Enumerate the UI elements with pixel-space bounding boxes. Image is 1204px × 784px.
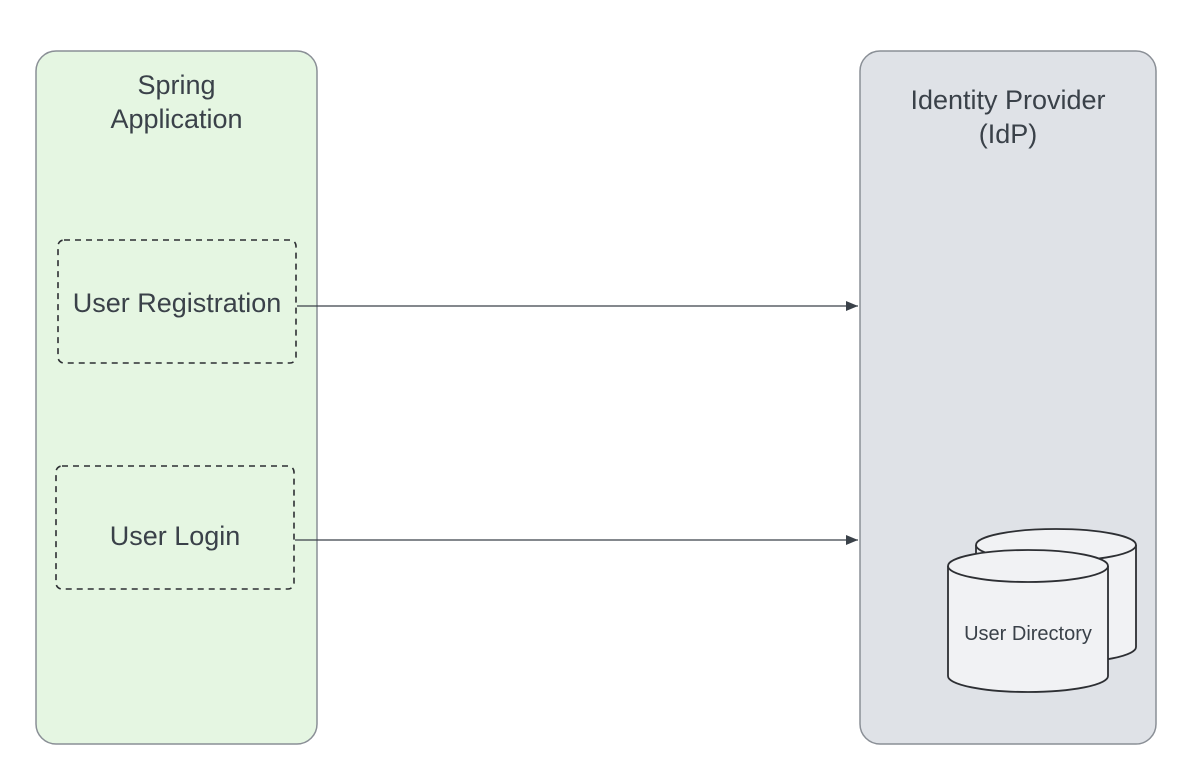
spring-application-container xyxy=(35,50,318,745)
database-cylinder-icon xyxy=(947,528,1137,693)
user-login-label: User Login xyxy=(109,521,241,551)
user-directory-label: User Directory xyxy=(964,623,1092,645)
user-registration-label: User Registration xyxy=(72,288,282,318)
identity-provider-title: Identity Provider (IdP) xyxy=(910,85,1106,149)
user-login-box xyxy=(55,465,295,590)
spring-application-title: Spring Application xyxy=(110,70,243,134)
user-registration-box xyxy=(57,239,297,364)
